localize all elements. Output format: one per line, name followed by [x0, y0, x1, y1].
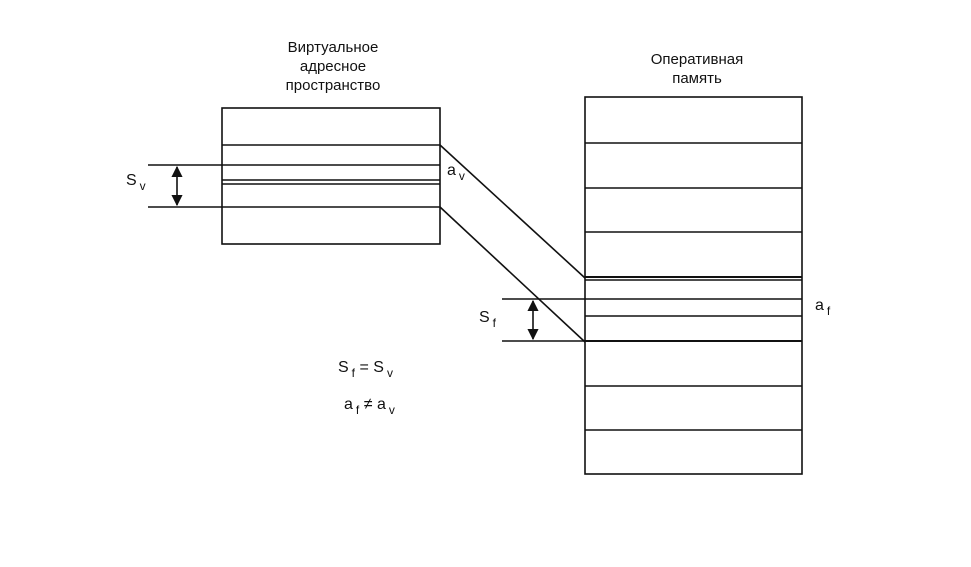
memory-title: Оперативная память: [612, 50, 782, 88]
mapping-line-top: [439, 144, 586, 279]
sv-dimension: [148, 164, 222, 208]
memory-block-frame: [584, 96, 803, 475]
sf-dimension: [502, 298, 585, 342]
virtual-title-line-3: пространство: [285, 77, 381, 94]
virtual-space-title: Виртуальное адресное пространство: [248, 38, 418, 95]
virtual-title-line-1: Виртуальное: [287, 39, 379, 56]
virtual-block-frame: [221, 107, 441, 245]
virtual-address-space-block: [221, 107, 441, 245]
mapping-line-bottom: [439, 206, 586, 343]
physical-memory-block: [584, 96, 803, 475]
virtual-title-line-2: адресное: [299, 58, 367, 75]
memory-title-line-1: Оперативная: [650, 51, 744, 68]
memory-title-line-2: память: [672, 70, 722, 87]
